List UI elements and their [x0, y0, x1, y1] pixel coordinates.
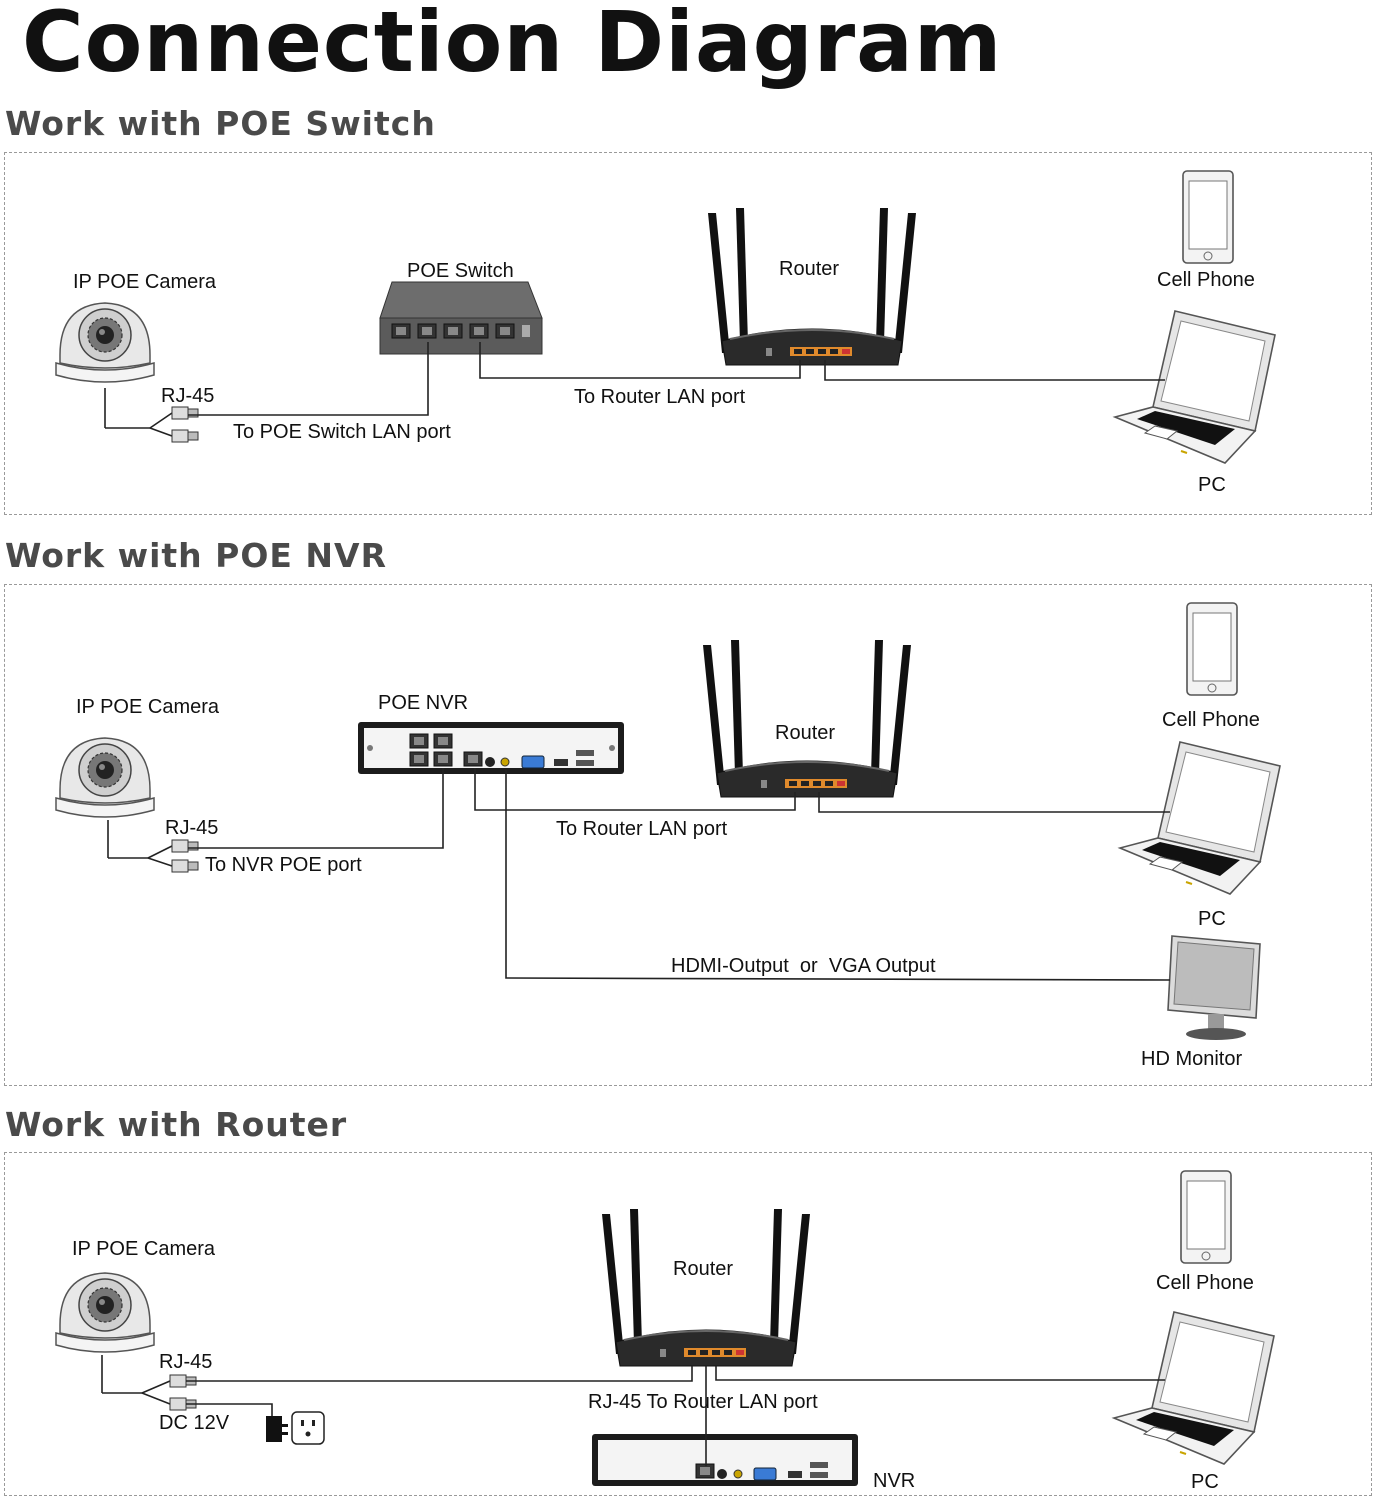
poe-nvr-device	[358, 722, 624, 774]
label-rj45: RJ-45	[159, 1351, 213, 1373]
label-dc-12v: DC 12V	[159, 1412, 230, 1434]
label-cell-phone: Cell Phone	[1162, 709, 1260, 731]
nvr-device	[592, 1434, 858, 1486]
label-to-poe-switch-lan: To POE Switch LAN port	[233, 421, 451, 443]
label-to-router-lan: To Router LAN port	[556, 818, 728, 840]
section-heading-router: Work with Router	[5, 1105, 348, 1144]
label-cell-phone: Cell Phone	[1156, 1272, 1254, 1294]
section-heading-poe-switch: Work with POE Switch	[5, 104, 436, 143]
label-to-router-lan: To Router LAN port	[574, 386, 746, 408]
label-poe-nvr: POE NVR	[378, 692, 469, 714]
label-cell-phone: Cell Phone	[1157, 269, 1255, 291]
label-pc: PC	[1198, 474, 1226, 496]
label-ip-poe-camera: IP POE Camera	[76, 696, 220, 718]
section-heading-poe-nvr: Work with POE NVR	[5, 536, 387, 575]
page-title: Connection Diagram	[22, 0, 1003, 91]
label-to-nvr-poe-port: To NVR POE port	[205, 854, 362, 876]
label-poe-switch: POE Switch	[407, 260, 514, 282]
label-hd-monitor: HD Monitor	[1141, 1048, 1243, 1070]
label-ip-poe-camera: IP POE Camera	[73, 271, 217, 293]
label-ip-poe-camera: IP POE Camera	[72, 1238, 216, 1260]
label-rj45-to-router-lan: RJ-45 To Router LAN port	[588, 1391, 818, 1413]
label-pc: PC	[1191, 1471, 1219, 1493]
label-router: Router	[775, 722, 836, 744]
label-hdmi-vga-output: HDMI-Output or VGA Output	[671, 955, 936, 977]
panel-poe-switch	[4, 152, 1372, 515]
poe-switch-device	[379, 281, 543, 355]
label-rj45: RJ-45	[165, 817, 219, 839]
label-router: Router	[779, 258, 840, 280]
panel-router	[4, 1152, 1372, 1496]
panel-poe-nvr	[4, 584, 1372, 1086]
label-router: Router	[673, 1258, 734, 1280]
label-pc: PC	[1198, 908, 1226, 930]
label-nvr: NVR	[873, 1470, 916, 1492]
label-rj45: RJ-45	[161, 385, 215, 407]
